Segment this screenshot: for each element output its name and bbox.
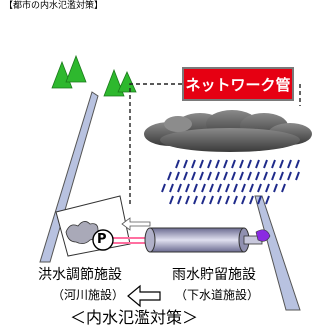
pump xyxy=(92,229,114,251)
rain-streak xyxy=(177,183,182,193)
rain-streak xyxy=(271,159,276,169)
rain-streak xyxy=(257,183,262,193)
rain-streak xyxy=(265,183,270,193)
rain-streak xyxy=(215,159,220,169)
rain-streak xyxy=(233,195,238,205)
rain-streak xyxy=(231,159,236,169)
rain-streak xyxy=(233,183,238,193)
rain-streak xyxy=(279,159,284,169)
rain-streak xyxy=(193,183,198,193)
trees xyxy=(51,54,137,97)
rain-streak xyxy=(207,171,212,181)
rain-streak xyxy=(169,183,174,193)
river-facility-label: （河川施設） xyxy=(52,288,125,302)
rain-streak xyxy=(231,171,236,181)
rain-streak xyxy=(295,159,300,169)
rain-streak xyxy=(201,195,206,205)
sewer-facility-label: （下水道施設） xyxy=(175,288,260,302)
rain-streak xyxy=(241,195,246,205)
tree-4 xyxy=(117,71,137,93)
rain-streak xyxy=(199,159,204,169)
rain-streak xyxy=(177,195,182,205)
right-river-bank xyxy=(254,195,301,311)
rain-streak xyxy=(209,183,214,193)
rain-streak xyxy=(287,159,292,169)
rain-streak xyxy=(279,171,284,181)
storage-pipe xyxy=(144,227,271,253)
rain-streak xyxy=(255,159,260,169)
rain-streak xyxy=(239,159,244,169)
network-connection xyxy=(129,83,301,206)
rain-streak xyxy=(249,183,254,193)
rain-streak xyxy=(217,195,222,205)
rain-streak xyxy=(183,171,188,181)
rain-streak xyxy=(183,159,188,169)
header-text: 【都市の内水氾濫対策】 xyxy=(4,1,104,11)
rain-streak xyxy=(247,171,252,181)
rain-streak xyxy=(191,159,196,169)
rain-streak xyxy=(185,183,190,193)
diagram-caption: ＜内水氾濫対策＞ xyxy=(70,308,199,327)
network-pipe-label: ネットワーク管 xyxy=(185,75,291,94)
rain-cloud xyxy=(144,110,312,152)
rain-streak xyxy=(185,195,190,205)
flood-control-facility-label: 洪水調節施設 xyxy=(38,267,122,283)
flood-control-basin xyxy=(55,195,131,257)
rain-streak xyxy=(175,171,180,181)
rain-streak xyxy=(225,195,230,205)
rain-streak xyxy=(287,171,292,181)
rain-streak xyxy=(223,159,228,169)
rain-streak xyxy=(255,171,260,181)
rain-streak xyxy=(263,171,268,181)
network-pipe-box: ネットワーク管 xyxy=(182,67,294,101)
rain-streak xyxy=(225,183,230,193)
rain-streak xyxy=(281,183,286,193)
rain-streak xyxy=(241,183,246,193)
rain-streak xyxy=(263,159,268,169)
rain-streak xyxy=(249,195,254,205)
rain-streak xyxy=(273,183,278,193)
rain-streak xyxy=(257,195,262,205)
rain-streak xyxy=(265,195,270,205)
rain-streak xyxy=(199,171,204,181)
rain-streak xyxy=(191,171,196,181)
rain-streak xyxy=(207,159,212,169)
rain-streak xyxy=(247,159,252,169)
rain-streak xyxy=(201,183,206,193)
rain-streak xyxy=(217,183,222,193)
rain-streak xyxy=(167,171,172,181)
rain-streak xyxy=(169,195,174,205)
left-river-bank xyxy=(39,91,99,263)
tree-2 xyxy=(65,54,87,83)
rain-streak xyxy=(161,183,166,193)
rain-streak xyxy=(271,171,276,181)
transfer-arrow xyxy=(127,284,161,308)
rain-streak xyxy=(295,171,300,181)
rain xyxy=(161,159,300,205)
rainwater-storage-facility-label: 雨水貯留施設 xyxy=(172,267,256,283)
rain-streak xyxy=(215,171,220,181)
rain-streak xyxy=(175,159,180,169)
rain-streak xyxy=(209,195,214,205)
rain-streak xyxy=(223,171,228,181)
rain-streak xyxy=(193,195,198,205)
rain-streak xyxy=(239,171,244,181)
pump-label: P xyxy=(97,232,107,247)
